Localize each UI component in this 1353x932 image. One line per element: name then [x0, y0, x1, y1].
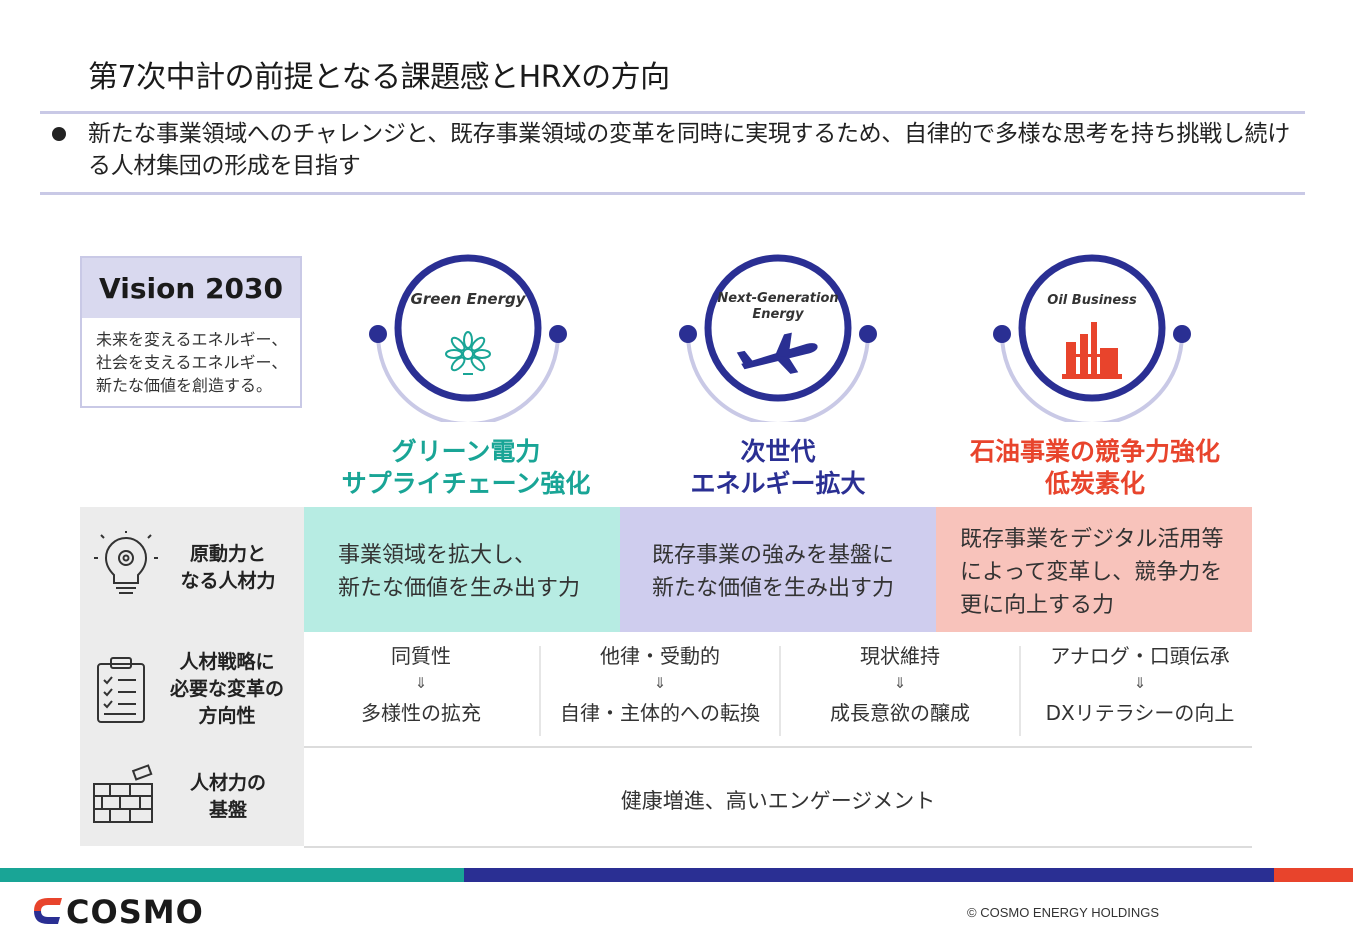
oil-business-label: Oil Business: [1047, 293, 1137, 308]
row-divider: [304, 846, 1252, 848]
green-energy-label: Green Energy: [411, 290, 527, 308]
clipboard-checklist-icon: [97, 657, 145, 723]
next-gen-energy-circle: Next-Generation Energy: [679, 254, 877, 422]
reform-to: 自律・主体的への転換: [560, 701, 760, 725]
foundation-row-label-text: 人材力の 基盤: [189, 772, 266, 821]
brick-wall-icon: [93, 764, 153, 823]
bottom-divider: [40, 192, 1305, 195]
refinery-icon: [1062, 322, 1122, 379]
cosmo-logo-icon: [34, 898, 62, 924]
footer-band-navy: [464, 868, 1274, 882]
power-cell-nextgen: 既存事業の強みを基盤に 新たな価値を生み出す力: [620, 507, 936, 632]
bullet-text: 新たな事業領域へのチャレンジと、既存事業領域の変革を同時に実現するため、自律的で…: [88, 121, 1290, 179]
column-separator: [1019, 646, 1021, 736]
next-gen-label-line1: Next-Generation: [717, 291, 838, 306]
power-cell-green: 事業領域を拡大し、 新たな価値を生み出す力: [304, 507, 620, 632]
down-arrow-icon: ⇓: [653, 674, 667, 692]
column-separator: [779, 646, 781, 736]
oil-pillar-title: 石油事業の競争力強化 低炭素化: [969, 437, 1220, 498]
leaf-burst-icon: [445, 331, 491, 375]
reform-from: アナログ・口頭伝承: [1050, 644, 1230, 668]
power-row-label: 原動力と なる人材力: [80, 507, 304, 632]
page-title: 第7次中計の前提となる課題感とHRXの方向: [88, 60, 670, 95]
down-arrow-icon: ⇓: [1133, 674, 1147, 692]
down-arrow-icon: ⇓: [893, 674, 907, 692]
power-cell-oil: 既存事業をデジタル活用等 によって変革し、競争力を 更に向上する力: [936, 507, 1252, 632]
footer-band-green: [0, 868, 464, 882]
reform-row-label: 人材戦略に 必要な変革の 方向性: [80, 632, 304, 748]
foundation-text: 健康増進、高いエンゲージメント: [620, 789, 936, 813]
reform-item-growth: 現状維持 ⇓ 成長意欲の醸成: [781, 640, 1019, 740]
vision-heading: Vision 2030: [82, 258, 300, 318]
oil-business-circle: Oil Business: [993, 254, 1191, 422]
copyright: © COSMO ENERGY HOLDINGS: [967, 905, 1160, 920]
reform-item-autonomy: 他律・受動的 ⇓ 自律・主体的への転換: [541, 640, 779, 740]
airplane-icon: [736, 332, 818, 374]
down-arrow-icon: ⇓: [414, 674, 428, 692]
power-row-label-text: 原動力と なる人材力: [180, 543, 276, 592]
row-divider: [304, 746, 1252, 748]
next-gen-label-line2: Energy: [752, 307, 804, 322]
foundation-row-label: 人材力の 基盤: [80, 748, 304, 846]
lightbulb-gear-icon: [94, 531, 158, 594]
green-pillar-title: グリーン電力 サプライチェーン強化: [341, 437, 591, 498]
reform-from: 他律・受動的: [600, 644, 720, 668]
reform-item-dx: アナログ・口頭伝承 ⇓ DXリテラシーの向上: [1021, 640, 1259, 740]
reform-from: 同質性: [391, 644, 451, 668]
reform-row-label-text: 人材戦略に 必要な変革の 方向性: [169, 651, 284, 727]
vision-box: Vision 2030 未来を変えるエネルギー、 社会を支えるエネルギー、 新た…: [80, 256, 302, 408]
top-divider: [40, 111, 1305, 114]
reform-to: 成長意欲の醸成: [830, 701, 970, 725]
footer-band-red: [1274, 868, 1353, 882]
bullet-marker: [52, 127, 66, 141]
vision-statement: 未来を変えるエネルギー、 社会を支えるエネルギー、 新たな価値を創造する。: [96, 330, 288, 395]
green-energy-circle: Green Energy: [369, 254, 567, 422]
reform-to: 多様性の拡充: [361, 701, 481, 725]
next-gen-pillar-title: 次世代 エネルギー拡大: [690, 437, 866, 498]
reform-to: DXリテラシーの向上: [1045, 701, 1235, 725]
column-separator: [539, 646, 541, 736]
reform-item-diversity: 同質性 ⇓ 多様性の拡充: [304, 640, 538, 740]
cosmo-logo-text: COSMO: [66, 893, 204, 931]
reform-from: 現状維持: [860, 644, 940, 668]
